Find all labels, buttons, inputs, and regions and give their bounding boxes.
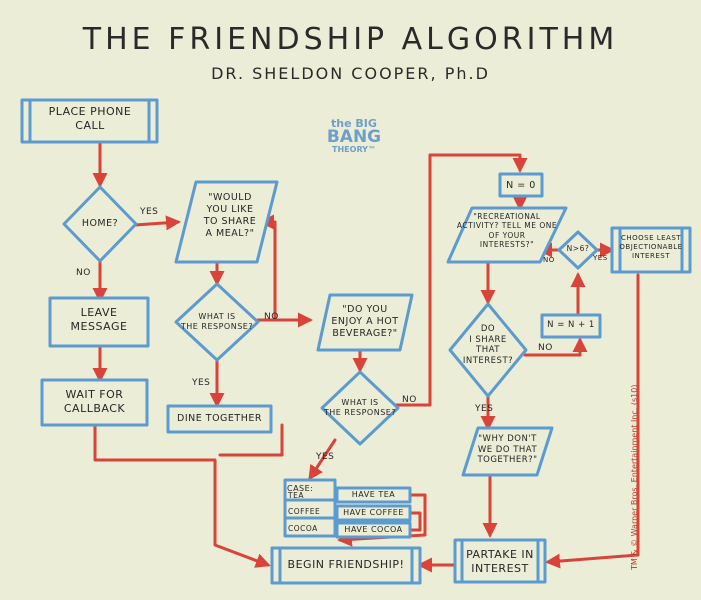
diagram-subtitle: DR. SHELDON COOPER, Ph.D [211, 64, 490, 83]
response1-decision [174, 282, 260, 362]
place-call-box [20, 98, 159, 144]
tea-label: TEA [288, 491, 304, 500]
flowchart-shapes [20, 98, 692, 585]
dine-together-box [166, 404, 273, 434]
logo-line-2: BANG [326, 127, 382, 147]
share-meal-label: "WOULD YOU LIKE TO SHARE A MEAL?" [203, 192, 257, 239]
home-decision [62, 185, 138, 263]
edge-label-n6-no: NO [543, 256, 555, 264]
least-objectionable-box [610, 226, 692, 274]
logo-line-1: the BIG [331, 117, 377, 130]
n-plus-one-box [540, 313, 602, 339]
edge-label-resp2-yes: YES [316, 452, 335, 462]
share-interest-decision [448, 302, 528, 398]
rec-activity-label: "RECREATIONAL ACTIVITY? TELL ME ONE OF Y… [456, 212, 558, 250]
diagram-title: THE FRIENDSHIP ALGORITHM [82, 22, 619, 57]
why-dont-we-label: "WHY DON'T WE DO THAT TOGETHER?" [477, 434, 538, 466]
hot-beverage-io [316, 293, 414, 352]
place-call-label: PLACE PHONE CALL [48, 105, 132, 132]
edge-label-share-yes: YES [475, 404, 494, 414]
response2-label: WHAT IS THE RESPONSE? [323, 398, 397, 417]
have-cocoa-box [335, 521, 412, 539]
edge-label-resp1-yes: YES [192, 378, 211, 388]
have-coffee-box [335, 504, 412, 522]
hot-beverage-label: "DO YOU ENJOY A HOT BEVERAGE?" [331, 304, 399, 339]
n-gt-6-label: N>6? [566, 244, 590, 253]
edge-label-home-yes: YES [140, 207, 159, 217]
share-interest-label: DO I SHARE THAT INTEREST? [462, 324, 514, 366]
edge-label-share-no: NO [538, 343, 553, 353]
leave-message-box [48, 296, 150, 348]
edge-label-n6-yes: YES [593, 254, 608, 262]
cocoa-label: COCOA [288, 524, 318, 533]
n-plus-one-label: N = N + 1 [547, 320, 595, 330]
n-gt-6-decision [557, 230, 599, 270]
big-bang-theory-logo: the BIG BANG THEORY™ [318, 118, 390, 154]
begin-friendship-label: BEGIN FRIENDSHIP! [287, 558, 405, 571]
why-dont-we-io [461, 426, 554, 477]
least-objectionable-label: CHOOSE LEAST OBJECTIONABLE INTEREST [619, 234, 683, 260]
partake-label: PARTAKE IN INTEREST [466, 548, 534, 575]
partake-box [453, 538, 547, 584]
home-label: HOME? [81, 218, 119, 229]
share-meal-io [174, 180, 279, 264]
copyright-notice: TM & © Warner Bros. Entertainment Inc. (… [630, 384, 639, 570]
have-cocoa-label: HAVE COCOA [344, 525, 403, 534]
wait-callback-box [40, 378, 149, 427]
have-tea-box [335, 486, 412, 504]
wait-callback-label: WAIT FOR CALLBACK [63, 388, 126, 415]
response1-label: WHAT IS THE RESPONSE? [180, 312, 254, 331]
rec-activity-io [446, 206, 568, 264]
edge-label-home-no: NO [76, 268, 91, 278]
coffee-label: COFFEE [288, 507, 321, 516]
case-label: CASE: [287, 484, 314, 493]
n-zero-label: N = 0 [506, 180, 536, 191]
logo-line-3: THEORY™ [332, 145, 376, 154]
leave-message-label: LEAVE MESSAGE [70, 306, 128, 333]
have-coffee-label: HAVE COFFEE [343, 508, 404, 517]
response2-decision [320, 370, 400, 446]
edge-label-resp2-no: NO [402, 395, 417, 405]
case-box [283, 478, 337, 538]
begin-friendship-box [270, 546, 422, 585]
edge-label-resp1-no: NO [264, 312, 279, 322]
n-zero-box [498, 172, 544, 198]
have-tea-label: HAVE TEA [351, 490, 396, 499]
dine-together-label: DINE TOGETHER [177, 413, 262, 424]
